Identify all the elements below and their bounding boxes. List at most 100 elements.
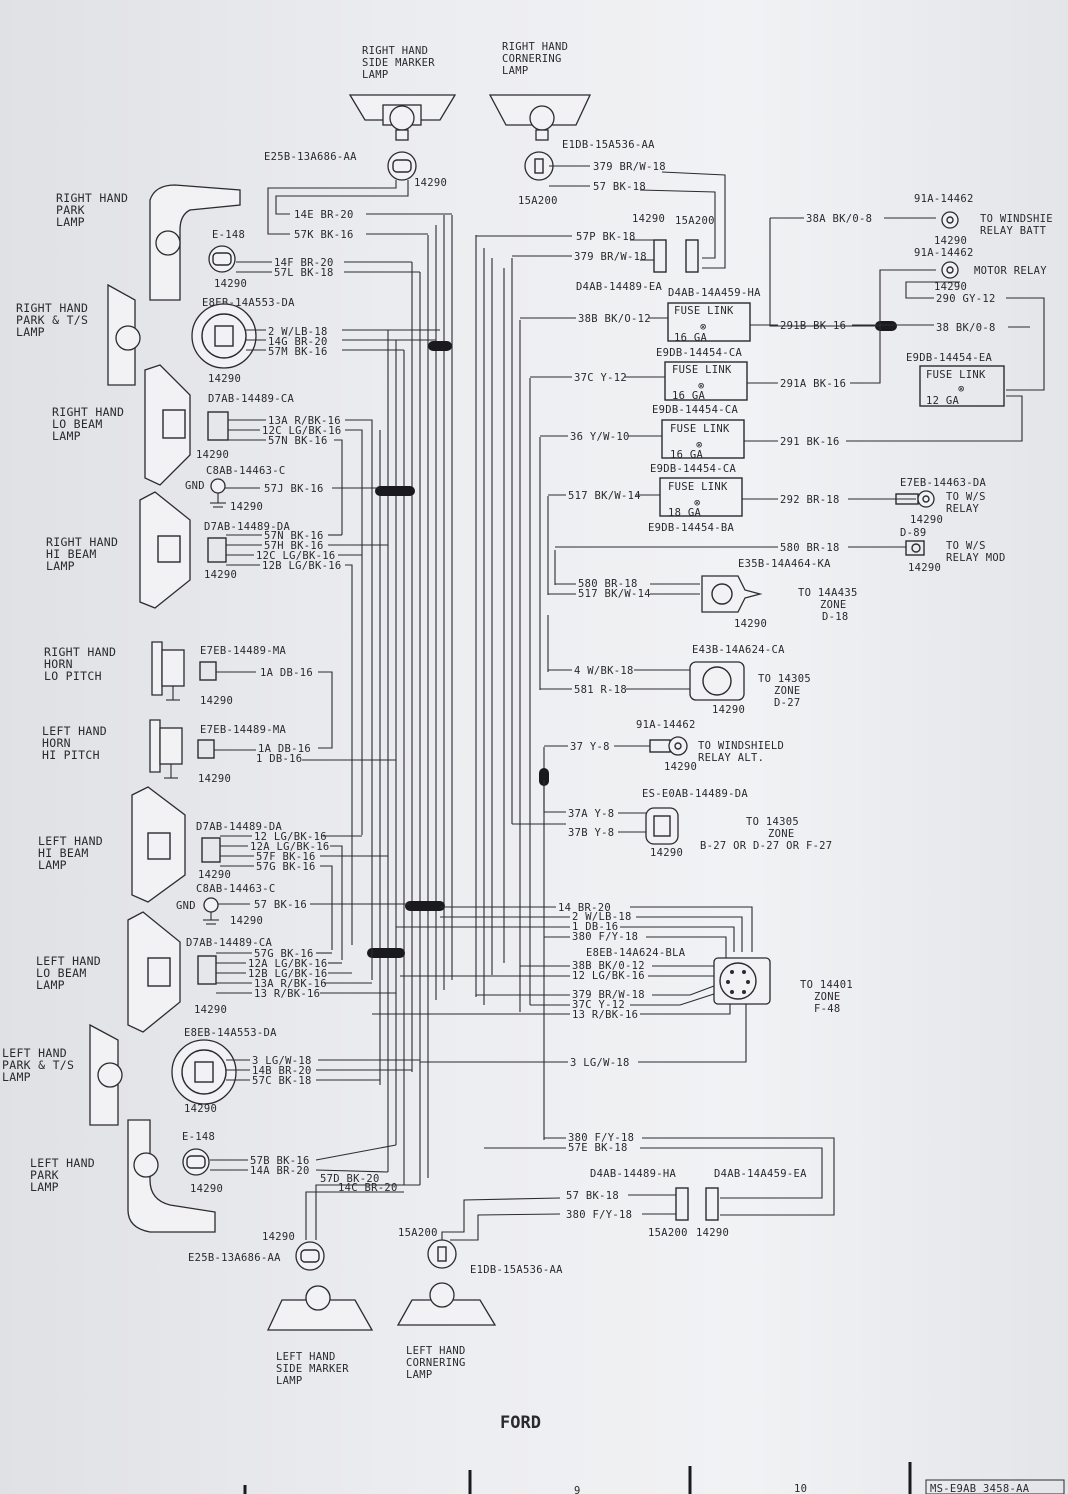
- svg-text:14290: 14290: [198, 869, 231, 881]
- footer: FORD 9 10 MS-E9AB 3458-AA: [243, 1413, 1065, 1494]
- svg-text:38A BK/0-8: 38A BK/0-8: [806, 213, 872, 225]
- svg-text:LAMP: LAMP: [38, 858, 67, 872]
- svg-text:TO 14305: TO 14305: [746, 816, 799, 828]
- svg-text:RIGHT HAND: RIGHT HAND: [502, 41, 568, 53]
- svg-text:LAMP: LAMP: [52, 429, 81, 443]
- svg-text:14B BR-20: 14B BR-20: [252, 1065, 312, 1077]
- fuse-link-3: [661, 419, 745, 459]
- svg-text:E25B-13A686-AA: E25B-13A686-AA: [188, 1252, 281, 1264]
- svg-text:RIGHT HAND: RIGHT HAND: [44, 645, 116, 659]
- svg-text:B-27 OR D-27 OR F-27: B-27 OR D-27 OR F-27: [700, 840, 832, 852]
- svg-text:57G BK-16: 57G BK-16: [254, 948, 314, 960]
- svg-text:E-148: E-148: [182, 1131, 215, 1143]
- svg-text:C8AB-14463-C: C8AB-14463-C: [206, 465, 285, 477]
- svg-text:291 BK-16: 291 BK-16: [780, 436, 840, 448]
- svg-text:⊗: ⊗: [698, 380, 705, 392]
- svg-text:15A200: 15A200: [398, 1227, 438, 1239]
- svg-text:57C BK-18: 57C BK-18: [252, 1075, 312, 1087]
- svg-text:379 BR/W-18: 379 BR/W-18: [572, 989, 645, 1001]
- svg-text:12C LG/BK-16: 12C LG/BK-16: [256, 550, 335, 562]
- svg-text:580 BR-18: 580 BR-18: [578, 578, 638, 590]
- svg-text:E35B-14A464-KA: E35B-14A464-KA: [738, 558, 831, 570]
- svg-text:16 GA: 16 GA: [672, 390, 705, 402]
- svg-text:57N BK-16: 57N BK-16: [268, 435, 328, 447]
- svg-text:13A R/BK-16: 13A R/BK-16: [268, 415, 341, 427]
- svg-text:LEFT HAND: LEFT HAND: [2, 1046, 67, 1060]
- svg-text:57N BK-16: 57N BK-16: [264, 530, 324, 542]
- svg-text:HI PITCH: HI PITCH: [42, 748, 100, 762]
- svg-text:⊗: ⊗: [696, 439, 703, 451]
- svg-text:TO 14401: TO 14401: [800, 979, 853, 991]
- svg-text:LO BEAM: LO BEAM: [36, 966, 87, 980]
- svg-text:F-48: F-48: [814, 1003, 841, 1015]
- svg-text:MOTOR RELAY: MOTOR RELAY: [974, 265, 1047, 277]
- svg-text:FUSE LINK: FUSE LINK: [670, 423, 730, 435]
- svg-text:D7AB-14489-CA: D7AB-14489-CA: [208, 393, 294, 405]
- svg-text:LEFT HAND: LEFT HAND: [38, 834, 103, 848]
- svg-text:2 W/LB-18: 2 W/LB-18: [572, 911, 632, 923]
- svg-text:14290: 14290: [184, 1103, 217, 1115]
- sheet-ref: MS-E9AB 3458-AA: [930, 1483, 1030, 1494]
- svg-text:SIDE MARKER: SIDE MARKER: [362, 57, 435, 69]
- svg-text:LEFT HAND: LEFT HAND: [276, 1351, 336, 1363]
- svg-text:14E BR-20: 14E BR-20: [294, 209, 354, 221]
- svg-text:LO BEAM: LO BEAM: [52, 417, 103, 431]
- svg-text:E7EB-14463-DA: E7EB-14463-DA: [900, 477, 986, 489]
- svg-text:91A-14462: 91A-14462: [914, 247, 974, 259]
- svg-text:14290: 14290: [650, 847, 683, 859]
- connector-pair-top: 14290 15A200 57P BK-18 379 BR/W-18 D4AB-…: [476, 213, 761, 299]
- svg-text:FUSE LINK: FUSE LINK: [672, 364, 732, 376]
- svg-text:RIGHT HAND: RIGHT HAND: [56, 191, 128, 205]
- svg-text:37C Y-12: 37C Y-12: [572, 999, 625, 1011]
- e35b-connector: E35B-14A464-KA 580 BR-18 517 BK/W-14 142…: [548, 558, 857, 630]
- svg-text:38 BK/0-8: 38 BK/0-8: [936, 322, 996, 334]
- svg-text:380 F/Y-18: 380 F/Y-18: [568, 1132, 634, 1144]
- svg-text:12A LG/BK-16: 12A LG/BK-16: [248, 958, 327, 970]
- svg-text:PARK & T/S: PARK & T/S: [2, 1058, 74, 1072]
- svg-text:FUSE LINK: FUSE LINK: [926, 369, 986, 381]
- svg-text:E8EB-14A624-BLA: E8EB-14A624-BLA: [586, 947, 686, 959]
- svg-text:E43B-14A624-CA: E43B-14A624-CA: [692, 644, 785, 656]
- svg-text:RIGHT HAND: RIGHT HAND: [46, 535, 118, 549]
- svg-text:⊗: ⊗: [694, 497, 701, 509]
- svg-text:13A R/BK-16: 13A R/BK-16: [254, 978, 327, 990]
- svg-text:D4AB-14A459-EA: D4AB-14A459-EA: [714, 1168, 807, 1180]
- svg-text:E9DB-14454-BA: E9DB-14454-BA: [648, 522, 734, 534]
- svg-text:91A-14462: 91A-14462: [636, 719, 696, 731]
- fuse-link-1: [667, 302, 751, 342]
- svg-text:E25B-13A686-AA: E25B-13A686-AA: [264, 151, 357, 163]
- svg-text:57H BK-16: 57H BK-16: [264, 540, 324, 552]
- svg-text:D7AB-14489-CA: D7AB-14489-CA: [186, 937, 272, 949]
- svg-text:57G BK-16: 57G BK-16: [256, 861, 316, 873]
- relay-area: 91A-14462 38A BK/0-8 14290 TO WINDSHIE R…: [555, 193, 1053, 574]
- svg-text:14A BR-20: 14A BR-20: [250, 1165, 310, 1177]
- svg-text:14290: 14290: [196, 449, 229, 461]
- svg-text:ZONE: ZONE: [814, 991, 841, 1003]
- svg-text:16 GA: 16 GA: [670, 449, 703, 461]
- svg-text:57 BK-16: 57 BK-16: [254, 899, 307, 911]
- svg-text:ZONE: ZONE: [768, 828, 795, 840]
- svg-text:580 BR-18: 580 BR-18: [780, 542, 840, 554]
- svg-text:RELAY MOD: RELAY MOD: [946, 552, 1006, 564]
- svg-text:16 GA: 16 GA: [674, 332, 707, 344]
- windshield-relay-alt: 91A-14462 37 Y-8 14290 TO WINDSHIELD REL…: [544, 719, 784, 773]
- svg-text:57L BK-18: 57L BK-18: [274, 267, 334, 279]
- svg-text:379 BR/W-18: 379 BR/W-18: [574, 251, 647, 263]
- svg-text:CORNERING: CORNERING: [406, 1357, 466, 1369]
- svg-text:14290: 14290: [208, 373, 241, 385]
- svg-text:GND: GND: [176, 900, 196, 912]
- svg-text:HORN: HORN: [42, 736, 71, 750]
- svg-text:TO 14305: TO 14305: [758, 673, 811, 685]
- es-e0ab-connector: ES-E0AB-14489-DA 37A Y-8 37B Y-8 14290 T…: [512, 780, 832, 859]
- svg-text:TO WINDSHIE: TO WINDSHIE: [980, 213, 1053, 225]
- bottom-connectors: 380 F/Y-18 57E BK-18 D4AB-14489-HA D4AB-…: [484, 1132, 835, 1239]
- lh-side-marker-lamp: 57D BK-20 14C BR-20 14290 E25B-13A686-AA…: [188, 1173, 420, 1387]
- svg-text:D4AB-14489-EA: D4AB-14489-EA: [576, 281, 662, 293]
- svg-text:517 BK/W-14: 517 BK/W-14: [578, 588, 651, 600]
- lh-cornering-lamp: 15A200 E1DB-15A536-AA LEFT HAND CORNERIN…: [396, 1197, 563, 1381]
- svg-text:14290: 14290: [194, 1004, 227, 1016]
- svg-text:E-148: E-148: [212, 229, 245, 241]
- svg-text:14290: 14290: [664, 761, 697, 773]
- svg-text:FUSE LINK: FUSE LINK: [674, 305, 734, 317]
